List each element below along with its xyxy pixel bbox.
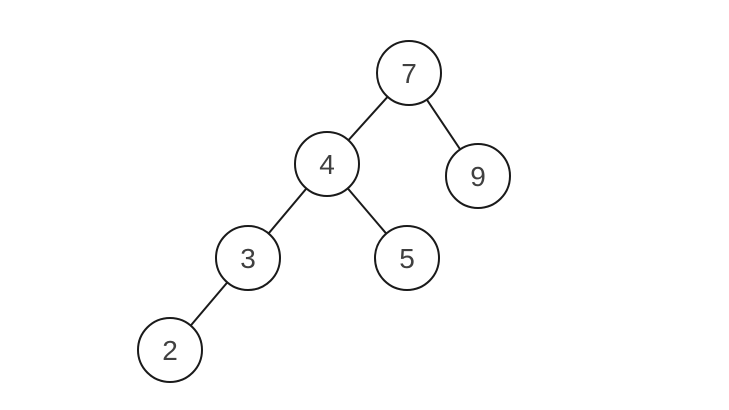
tree-node-label: 3 [240,243,256,274]
tree-node-circle [376,40,442,106]
tree-node-2: 2 [137,317,203,383]
tree-node-label: 9 [470,161,486,192]
tree-node-7: 7 [376,40,442,106]
tree-node-9: 9 [445,143,511,209]
tree-node-circle [215,225,281,291]
tree-node-circle [137,317,203,383]
tree-node-label: 7 [401,58,417,89]
tree-node-label: 2 [162,335,178,366]
tree-node-label: 4 [319,149,335,180]
tree-node-3: 3 [215,225,281,291]
tree-node-circle [445,143,511,209]
tree-node-4: 4 [294,131,360,197]
tree-node-label: 5 [399,243,415,274]
tree-node-5: 5 [374,225,440,291]
tree-node-circle [374,225,440,291]
tree-node-circle [294,131,360,197]
